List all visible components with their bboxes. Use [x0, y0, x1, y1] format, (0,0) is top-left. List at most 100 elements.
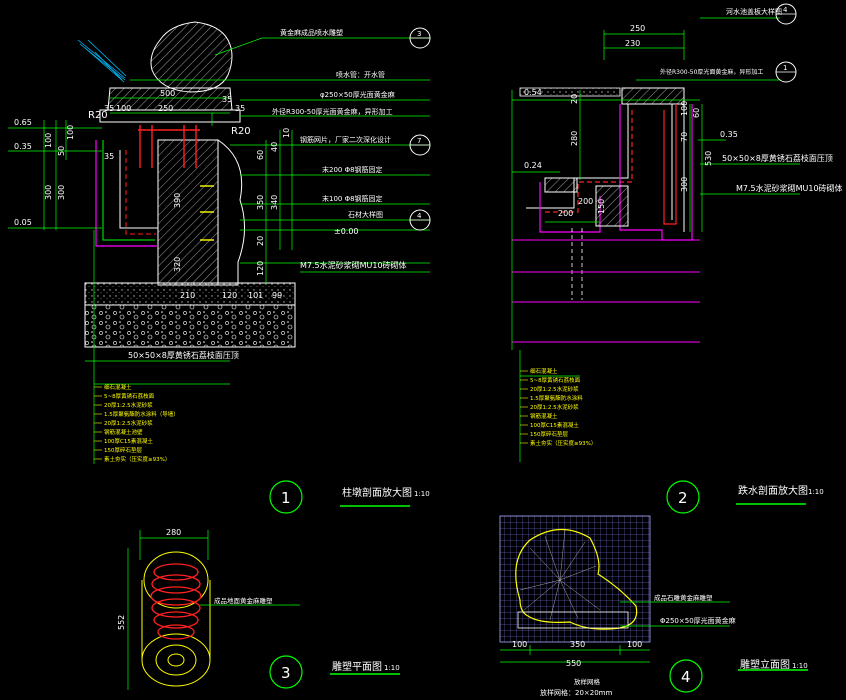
layer-item: 细石混凝土: [530, 367, 558, 375]
radius-label: R20: [231, 126, 251, 137]
dim-label: 552: [117, 615, 126, 630]
layer-item: 5~8厚黄锈石荔枝面: [104, 392, 155, 400]
material-label: 外径R300-50厚光面黄金麻，异形加工: [272, 107, 393, 116]
layer-item: 150厚碎石垫层: [104, 446, 142, 454]
detail-scale: 1:10: [808, 488, 824, 496]
material-label: 成品地面黄金麻雕塑: [214, 596, 273, 605]
detail-4-texts: 成品石雕黄金麻雕塑 Φ250×50厚光面黄金麻 100 350 100 550 …: [512, 593, 808, 697]
dim-label: 300: [680, 177, 689, 192]
dim-label: 20: [256, 236, 265, 246]
material-label: Φ250×50厚光面黄金麻: [660, 616, 736, 625]
layer-item: 100厚C15素混凝土: [104, 437, 153, 445]
callout-number: 7: [417, 137, 421, 145]
dim-label: 100: [66, 125, 75, 140]
layer-item: 150厚碎石垫层: [530, 430, 568, 438]
layer-item: 20厚1:2.5水泥砂浆: [530, 385, 579, 393]
material-label: 石材大样图: [348, 210, 383, 219]
dim-label: 10: [282, 128, 291, 138]
detail-1-callouts: 3 7 4: [417, 30, 422, 220]
dim-label: 390: [173, 193, 182, 208]
detail-scale: 1:10: [792, 662, 808, 670]
detail-title: 跌水剖面放大图: [738, 484, 808, 497]
dim-label: 550: [566, 659, 581, 668]
layer-item: 1.5厚聚氨酯防水涂料: [530, 394, 583, 402]
dim-label: 35: [104, 152, 114, 161]
elev-label: 0.65: [14, 118, 32, 127]
dim-label: 100: [627, 640, 642, 649]
dim-label: 100: [680, 101, 689, 116]
material-label: 50×50×8厚黄锈石荔枝面压顶: [722, 153, 833, 163]
dim-label: 250: [158, 104, 173, 113]
dim-label: 300: [44, 185, 53, 200]
elev-label: 0.24: [524, 161, 542, 170]
dim-label: 200: [558, 209, 573, 218]
dim-label: 100: [44, 133, 53, 148]
detail-scale: 1:10: [414, 490, 430, 498]
dim-label: 40: [270, 142, 279, 152]
detail-number: 1: [281, 489, 291, 507]
detail-1-column-section: [8, 21, 431, 514]
dim-label: 320: [173, 257, 182, 272]
detail-1-labels: 黄金麻成品喷水雕塑 喷水管：开水管 φ250×50厚光面黄金麻 外径R300-5…: [128, 28, 407, 360]
dim-label: 280: [570, 131, 579, 146]
dim-label: 230: [625, 39, 640, 48]
elev-label: 0.35: [14, 142, 32, 151]
layer-item: 20厚1:2.5水泥砂浆: [104, 401, 153, 409]
dim-label: 99: [272, 291, 282, 300]
dim-label: 35: [222, 95, 232, 104]
material-label: 成品石雕黄金麻雕塑: [654, 593, 713, 602]
layer-item: 100厚C15素混凝土: [530, 421, 579, 429]
layer-item: 20厚1:2.5水泥砂浆: [530, 403, 579, 411]
detail-title: 雕塑立面图: [740, 658, 790, 671]
zero-elevation: ±0.00: [334, 227, 359, 236]
dim-label: 200: [578, 197, 593, 206]
detail-title: 雕塑平面图: [332, 660, 382, 673]
dim-label: 530: [704, 151, 713, 166]
layer-item: 素土夯实（压实度≥93%）: [104, 455, 170, 463]
detail-2-title-block: 2 跌水剖面放大图 1:10: [678, 484, 824, 507]
layer-item: 1.5厚聚氨酯防水涂料（导墙）: [104, 410, 179, 418]
detail-4-sculpture-elevation: [499, 515, 808, 693]
dim-label: 150: [597, 199, 606, 214]
callout-number: 1: [783, 64, 787, 72]
dim-label: 100: [116, 104, 131, 113]
dim-label: 210: [180, 291, 195, 300]
layer-item: 钢筋混凝土: [530, 412, 558, 420]
callout-number: 4: [417, 212, 422, 220]
layer-item: 20厚1:2.5水泥砂浆: [104, 419, 153, 427]
dim-label: 35: [235, 104, 245, 113]
detail-1-dimensions: 0.65 0.35 0.05 500 250 100 35 35 35 35 R…: [14, 89, 359, 300]
dim-label: 280: [166, 528, 181, 537]
detail-2-labels: 河水池盖板大样图 外径R300-50厚光面黄金麻，异形加工 4 1 50×50×…: [660, 6, 843, 193]
layer-item: 5~8厚黄锈石荔枝面: [530, 376, 581, 384]
material-label: 末200 Φ8钢筋固定: [322, 165, 383, 174]
grid-size: 放样网格：20×20mm: [540, 688, 612, 697]
dim-label: 340: [270, 195, 279, 210]
dim-label: 120: [256, 261, 265, 276]
dim-label: 101: [248, 291, 263, 300]
detail-scale: 1:10: [384, 664, 400, 672]
material-label: 河水池盖板大样图: [726, 7, 782, 16]
layer-item: 钢筋混凝土池壁: [104, 428, 143, 436]
material-label: 外径R300-50厚光面黄金麻，异形加工: [660, 68, 763, 76]
dim-label: 250: [630, 24, 645, 33]
material-label: 喷水管：开水管: [336, 70, 385, 79]
detail-3-texts: 280 552 成品地面黄金麻雕塑 3 雕塑平面图 1:10: [117, 528, 400, 682]
grid-note: 放样网格: [574, 677, 601, 686]
dim-label: 60: [256, 150, 265, 160]
detail-title: 柱墩剖面放大图: [342, 486, 412, 499]
detail-3-sculpture-plan: [127, 530, 400, 690]
dim-label: 70: [680, 132, 689, 142]
dim-label: 350: [570, 640, 585, 649]
layer-item: 素土夯实（压实度≥93%）: [530, 439, 596, 447]
detail-2-waterfall-section: [511, 3, 806, 514]
dim-label: 20: [570, 94, 579, 104]
elev-label: 0.05: [14, 218, 32, 227]
dim-label: 100: [512, 640, 527, 649]
callout-number: 4: [783, 6, 788, 14]
material-label: 50×50×8厚黄锈石荔枝面压顶: [128, 350, 239, 360]
radius-label: R20: [88, 110, 108, 121]
layer-item: 细石混凝土: [104, 383, 132, 391]
